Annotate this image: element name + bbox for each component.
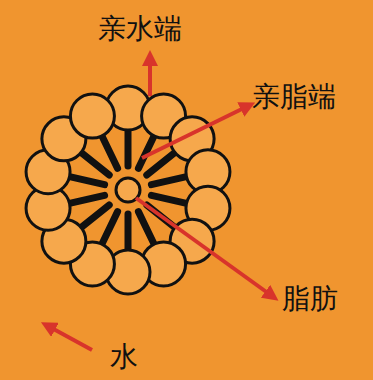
part-label: 水 — [110, 342, 138, 373]
lipophilic-tail — [125, 130, 132, 166]
part-label: 亲水端 — [98, 14, 182, 45]
part-label: 亲脂端 — [252, 82, 336, 113]
lipophilic-tail — [102, 136, 118, 168]
lipophilic-tail — [102, 212, 118, 244]
lipophilic-tail — [70, 177, 105, 185]
part-label: 脂肪 — [282, 284, 338, 315]
pointer-arrow — [148, 58, 152, 96]
pointer-arrow — [142, 106, 248, 158]
lipophilic-tail — [125, 214, 132, 250]
lipophilic-tail — [151, 177, 186, 185]
lipophilic-tail — [81, 205, 109, 227]
pointer-arrow — [136, 198, 272, 296]
micelle — [26, 86, 230, 294]
hydrophilic-head — [70, 94, 114, 138]
lipophilic-tail — [70, 195, 105, 203]
lipophilic-tail — [138, 212, 154, 244]
lipophilic-tail — [151, 195, 186, 203]
lipophilic-tail — [81, 153, 109, 175]
pointer-arrows — [48, 58, 272, 350]
lipophilic-tail — [147, 153, 175, 175]
pointer-arrow — [48, 326, 92, 350]
